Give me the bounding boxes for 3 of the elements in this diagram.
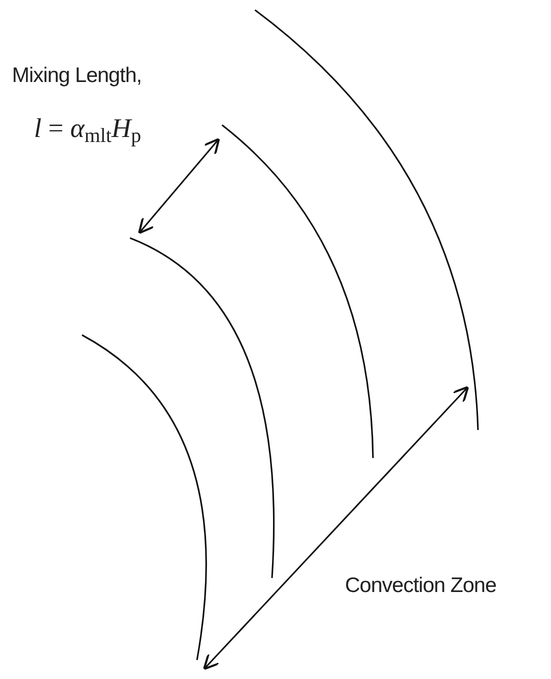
formula: l = α$_{mlt}$H$_{p}$ [34,112,142,148]
zone-label: Convection Zone [345,573,496,599]
axis-label: Mixing Length, [12,63,142,89]
